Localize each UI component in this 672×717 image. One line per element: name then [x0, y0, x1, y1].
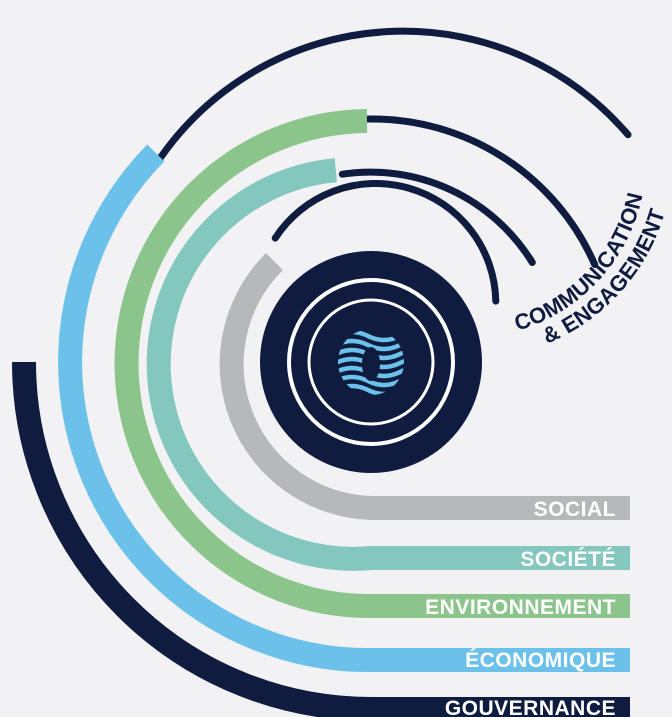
communication-arcs — [157, 27, 632, 305]
band-labels: SOCIAL SOCIÉTÉ ENVIRONNEMENT ÉCONOMIQUE … — [425, 498, 616, 717]
band-economique — [58, 144, 630, 673]
communication-arc-3 — [364, 115, 599, 268]
communication-label: COMMUNICATION & ENGAGEMENT — [511, 190, 670, 349]
band-label-social: SOCIAL — [534, 498, 616, 521]
center-ring-inner — [307, 298, 435, 426]
band-label-societe: SOCIÉTÉ — [520, 548, 616, 571]
communication-arc-1 — [271, 180, 500, 305]
band-social — [219, 253, 630, 520]
wave-circle-logo-icon — [338, 329, 404, 395]
band-label-economique: ÉCONOMIQUE — [465, 649, 616, 672]
communication-arc-4 — [157, 27, 632, 161]
communication-arc-2 — [338, 168, 536, 266]
band-label-gouvernance: GOUVERNANCE — [445, 697, 616, 717]
band-environnement — [114, 109, 630, 619]
center-emblem — [260, 251, 482, 473]
band-societe — [146, 158, 630, 571]
band-label-environnement: ENVIRONNEMENT — [425, 596, 616, 619]
band-gouvernance — [12, 361, 630, 717]
center-ring-outer — [287, 278, 455, 446]
bands — [12, 109, 630, 717]
